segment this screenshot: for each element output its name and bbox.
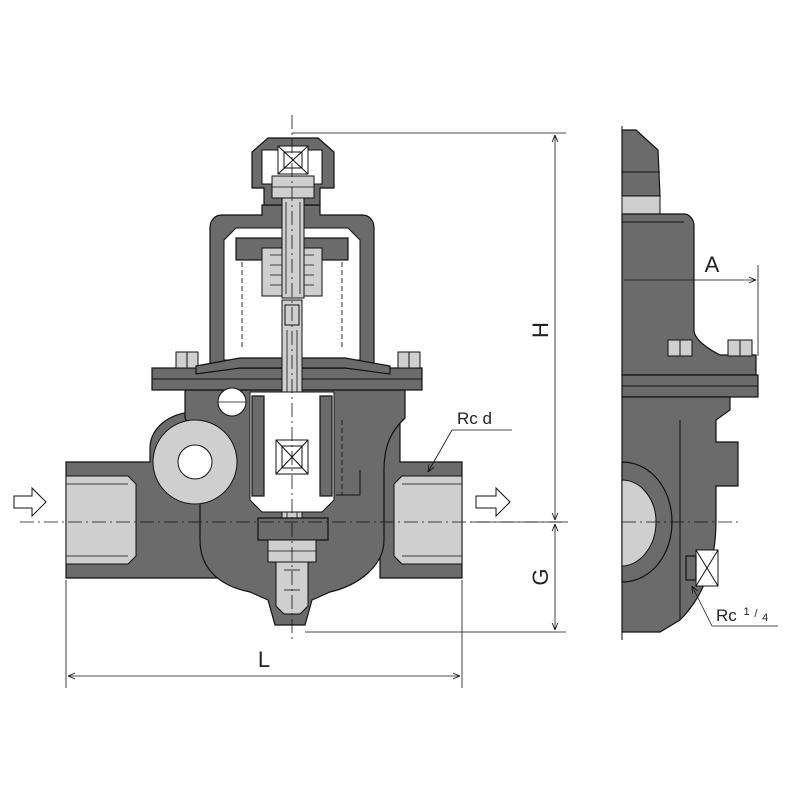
port-thread-label: Rc d (457, 409, 492, 428)
dim-label-h: H (528, 322, 553, 338)
outlet-bore (393, 475, 463, 565)
valve-disc (257, 517, 329, 541)
side-bonnet (621, 213, 757, 376)
rc-quarter-leader (692, 586, 713, 627)
gauge-port-denominator: 4 (762, 612, 768, 624)
rc-d-leader (428, 429, 453, 472)
inlet-plug (177, 444, 213, 480)
dim-label-g: G (528, 568, 553, 585)
side-cap-neck (621, 195, 661, 215)
gauge-port-slash: / (754, 608, 758, 620)
side-view (621, 129, 759, 633)
bottom-nut (275, 561, 309, 615)
gauge-port-prefix: Rc (716, 606, 737, 625)
outlet-flow-arrow (475, 486, 511, 518)
gauge-port-label: Rc 1 / 4 (716, 600, 768, 625)
dim-label-a: A (705, 252, 720, 277)
inlet-bore (65, 475, 137, 565)
inlet-flow-arrow (13, 486, 47, 518)
dim-label-l: L (258, 647, 270, 672)
adjusting-screw (281, 197, 305, 299)
side-cap (621, 129, 661, 197)
front-section-view (65, 137, 463, 626)
gauge-port-numerator: 1 (744, 606, 750, 618)
